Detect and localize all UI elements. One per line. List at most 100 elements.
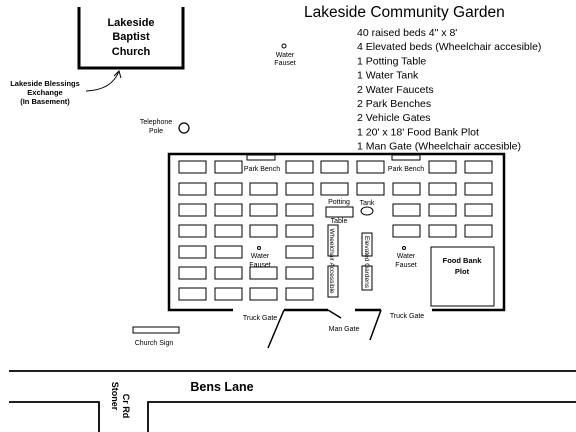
elevated-gardens-label: Elevated Gardens [363,236,370,289]
wheelchair-label: Wheelchair Accessible [328,228,335,293]
raised-bed [178,182,207,196]
telephone-pole-line2: Pole [149,128,163,135]
water-faucet-top-line2: Fauset [274,60,295,67]
park-bench-right-label: Park Bench [388,166,424,173]
raised-bed [428,203,457,217]
raised-bed [464,203,493,217]
elevated-bed [327,224,339,257]
raised-bed [214,160,243,174]
legend-item: 40 raised beds 4" x 8' [357,27,457,39]
man-gate-label: Man Gate [329,326,360,333]
cr-rd-label: Cr Rd [121,394,131,419]
legend-item: 1 Potting Table [357,55,426,67]
water-tank [360,206,374,216]
faucet-icon [402,246,406,250]
park-bench-right [391,154,421,161]
raised-bed [285,182,314,196]
church-name-line2: Baptist [112,31,150,43]
exchange-callout: Lakeside Blessings Exchange (In Basement… [10,70,122,106]
exchange-line3: (In Basement) [20,97,70,106]
water-faucet-top-line1: Water [276,52,295,59]
raised-bed [178,245,207,259]
man-gate [327,309,342,319]
exchange-line1: Lakeside Blessings [10,79,80,88]
water-faucet-right-line1: Water [397,253,416,260]
raised-bed [285,224,314,238]
church-name-line3: Church [112,46,151,58]
truck-gate-left [267,309,285,349]
legend-item: 2 Water Faucets [357,84,434,96]
raised-bed [214,266,243,280]
diagram-title: Lakeside Community Garden [304,4,505,21]
legend: 40 raised beds 4" x 8' 4 Elevated beds (W… [357,27,541,153]
food-bank-plot [430,246,495,307]
raised-bed [249,203,278,217]
truck-gate-left-label: Truck Gate [243,315,277,322]
raised-bed [392,203,421,217]
legend-item: 1 20' x 18' Food Bank Plot [357,126,479,138]
raised-bed [249,287,278,301]
raised-bed [428,182,457,196]
raised-bed [285,266,314,280]
telephone-pole-line1: Telephone [140,119,172,126]
church-building [77,7,185,70]
raised-bed [464,224,493,238]
tank-label: Tank [360,200,375,207]
raised-bed [428,224,457,238]
raised-bed [285,203,314,217]
park-bench-left [246,154,276,161]
faucet-icon [281,43,287,49]
raised-bed [320,160,349,174]
raised-bed [178,160,207,174]
fence-outline [167,152,506,312]
church: Lakeside Baptist Church [77,7,185,70]
raised-bed [249,224,278,238]
raised-bed [214,182,243,196]
pole-icon [178,122,190,134]
potting-table [325,206,354,218]
elevated-bed [361,265,373,291]
food-bank-line2: Plot [455,267,470,276]
road-edge-west [9,401,100,432]
raised-bed [249,182,278,196]
raised-bed [285,160,314,174]
raised-bed [249,266,278,280]
raised-bed [178,266,207,280]
raised-bed [285,245,314,259]
raised-bed [214,203,243,217]
water-faucet-left-line1: Water [251,253,270,260]
raised-bed [214,245,243,259]
potting-label: Potting [328,199,350,206]
legend-item: 1 Water Tank [357,70,419,82]
faucet-icon [257,246,261,250]
table-label: Table [331,218,348,225]
exchange-line2: Exchange [27,88,62,97]
raised-bed [320,182,349,196]
raised-bed [428,160,457,174]
legend-item: 1 Man Gate (Wheelchair accesible) [357,141,521,153]
garden-fence [167,152,506,312]
raised-bed [285,287,314,301]
raised-bed [214,287,243,301]
church-name-line1: Lakeside [107,17,154,29]
raised-bed [392,182,421,196]
elevated-bed [327,265,339,298]
raised-bed [464,182,493,196]
exchange-arrow [85,70,120,92]
park-bench-left-label: Park Bench [244,166,280,173]
legend-item: 2 Park Benches [357,98,431,110]
raised-bed [356,182,385,196]
truck-gate-right-label: Truck Gate [390,313,424,320]
raised-bed [178,224,207,238]
church-sign [132,326,180,334]
bens-lane-label: Bens Lane [190,380,253,394]
stoner-label: Stoner [110,382,120,411]
legend-item: 2 Vehicle Gates [357,112,431,124]
telephone-pole: Telephone Pole [140,119,190,135]
raised-beds [178,160,493,301]
water-faucet-right-line2: Fauset [395,262,416,269]
legend-item: 4 Elevated beds (Wheelchair accesible) [357,41,541,53]
elevated-bed [361,232,373,257]
water-faucet-left-line2: Fauset [249,262,270,269]
